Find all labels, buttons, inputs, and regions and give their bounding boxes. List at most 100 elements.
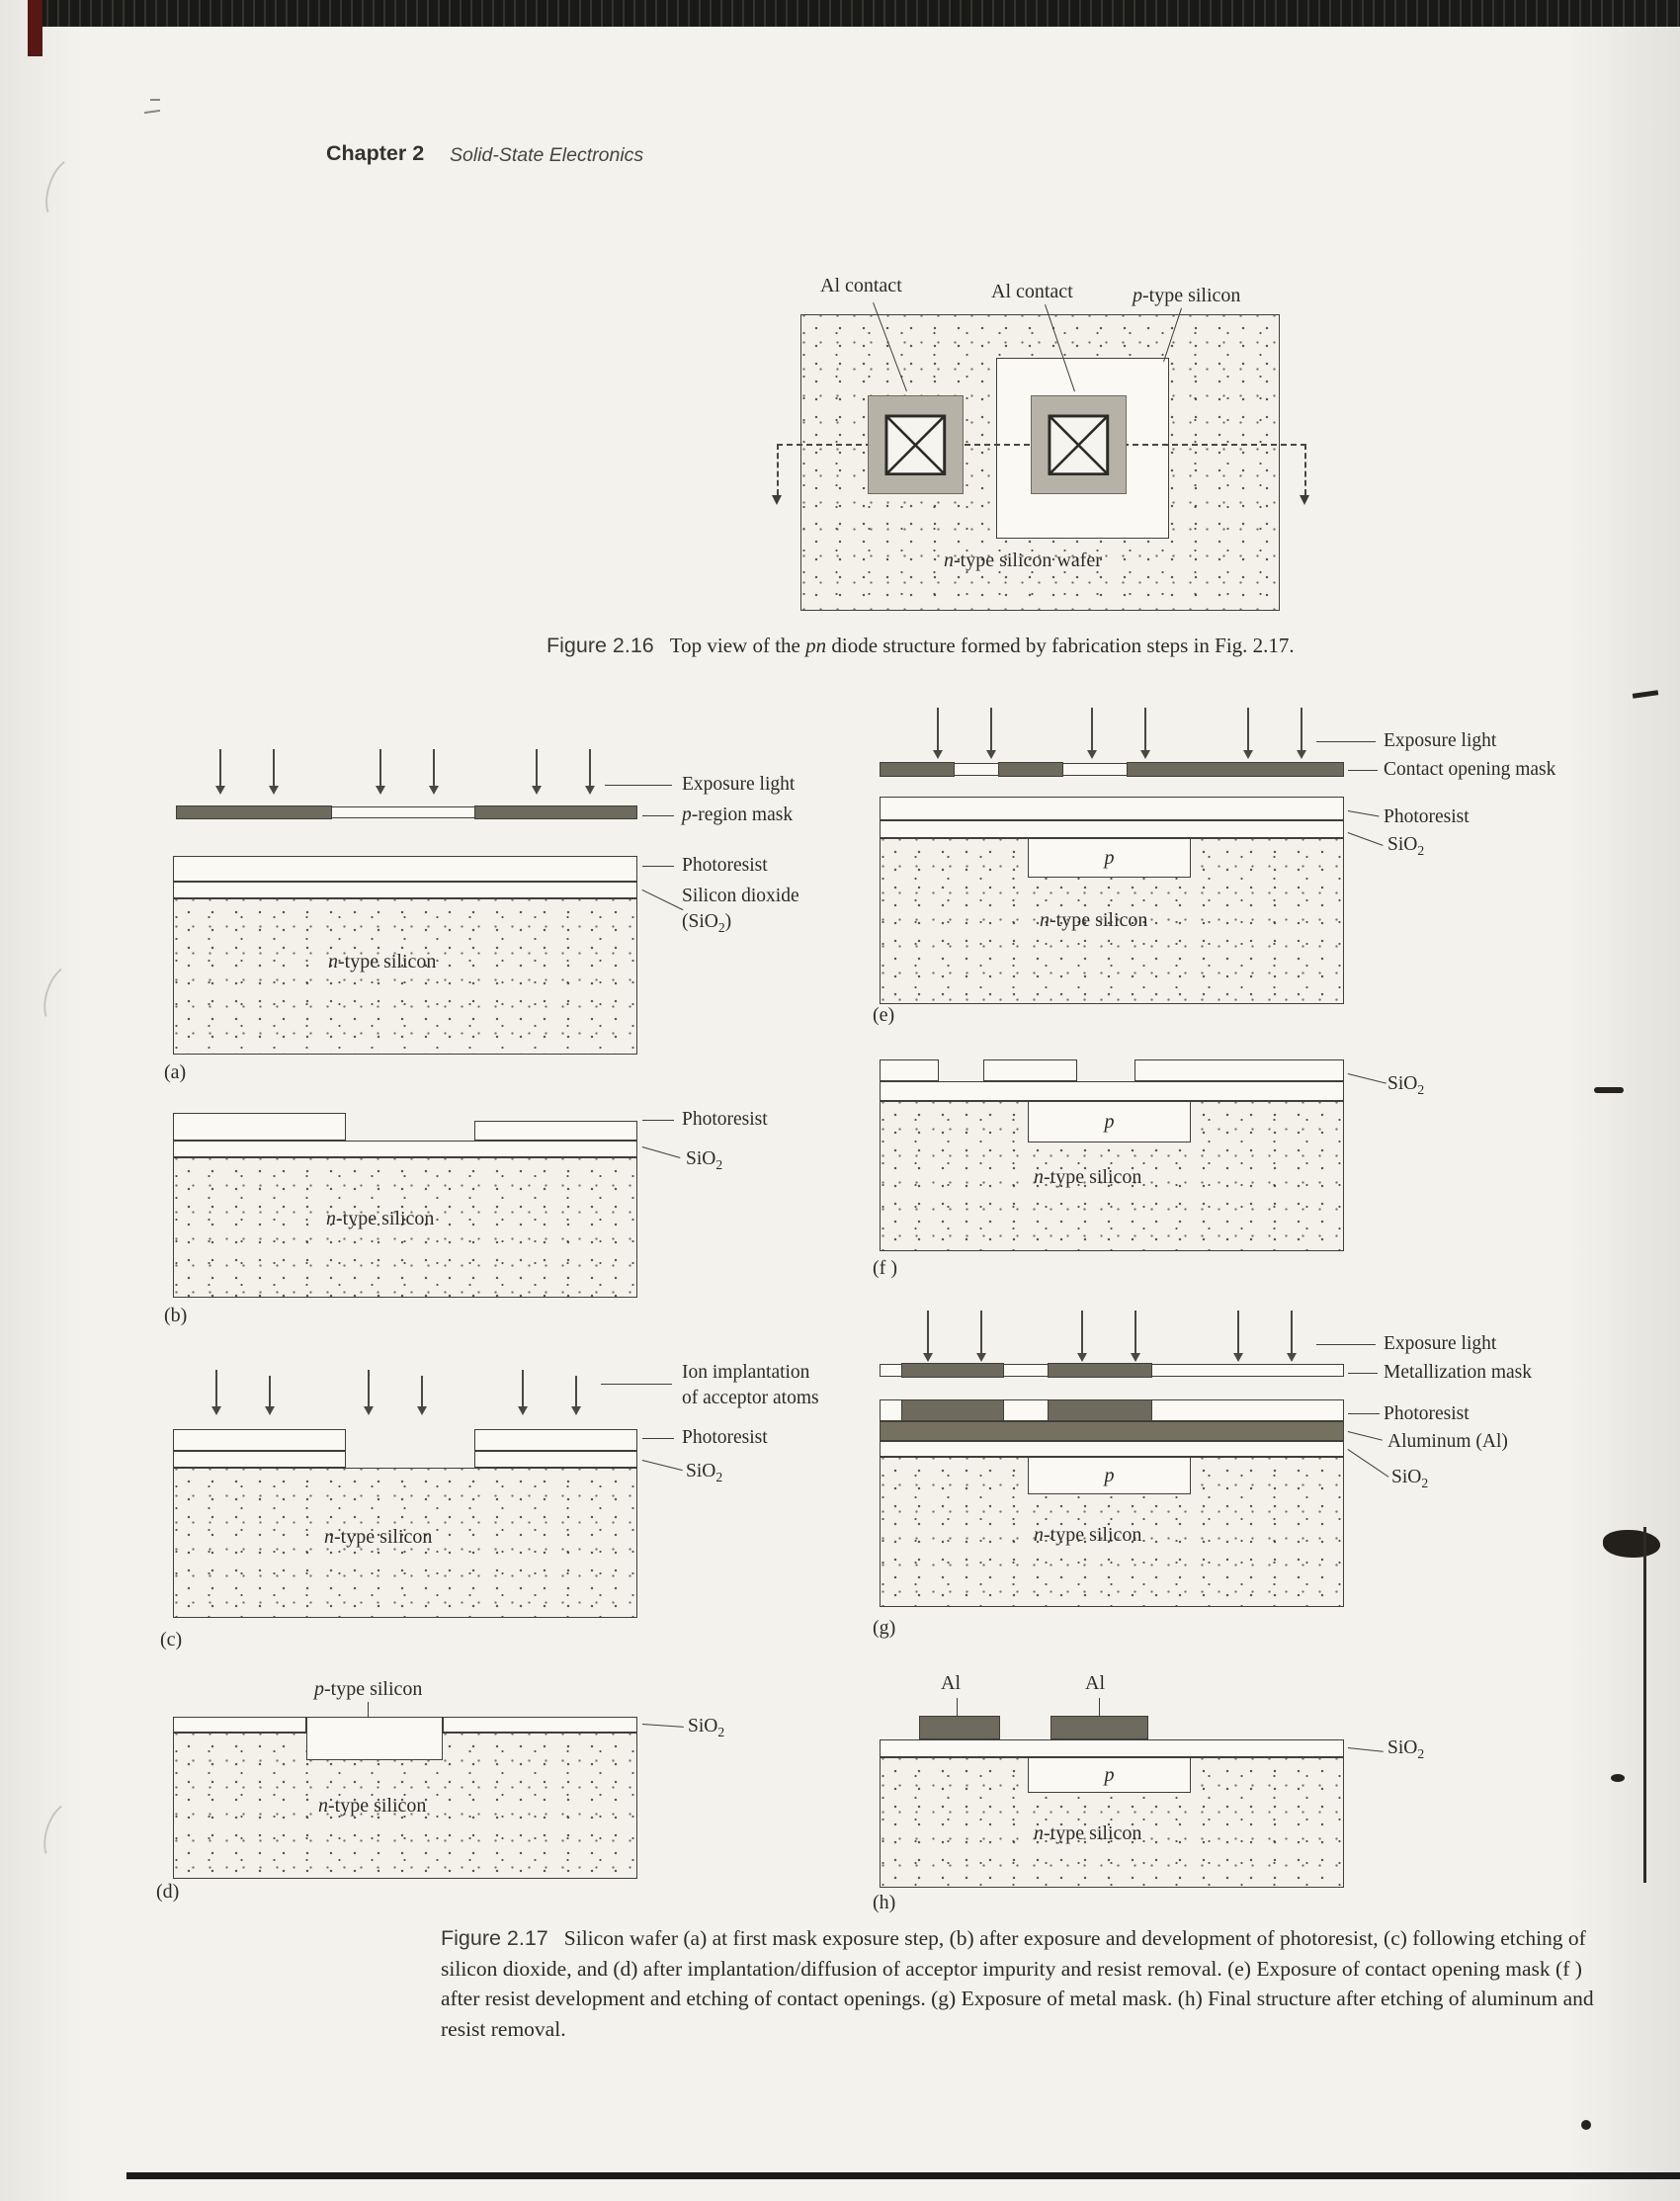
exposure-arrow-icon — [1131, 1311, 1140, 1362]
pointer-line — [957, 1698, 958, 1716]
photoresist-exposed-segment — [1048, 1399, 1152, 1421]
silicon-substrate — [173, 898, 637, 1055]
oxide-block — [173, 1451, 346, 1468]
label-sio2: SiO2 — [1391, 1467, 1429, 1490]
substrate-label: n-type silicon — [1034, 1166, 1142, 1188]
exposure-arrow-icon — [215, 749, 225, 795]
exposure-arrow-icon — [269, 749, 279, 795]
exposure-arrow-icon — [1140, 708, 1150, 759]
leader-line — [1316, 741, 1376, 742]
exposure-arrow-icon — [1087, 708, 1097, 759]
panel-tag-c: (c) — [160, 1629, 183, 1651]
panel-tag-h: (h) — [873, 1892, 896, 1913]
exposure-arrow-icon — [923, 1311, 933, 1362]
figure-2-17-caption-tag: Figure 2.17 — [441, 1926, 548, 1950]
label-p-type-silicon: p-type silicon — [314, 1678, 423, 1700]
leader-line — [605, 785, 672, 786]
label-sio2: SiO2 — [686, 1461, 723, 1484]
exposure-arrow-icon — [986, 708, 996, 759]
label-sio2: SiO2 — [1387, 1737, 1425, 1761]
p-region-box: p — [1028, 1101, 1191, 1143]
scan-smudge — [1581, 2120, 1591, 2130]
photoresist-block — [474, 1429, 637, 1451]
mask-segment — [1048, 1363, 1152, 1378]
exposure-arrow-icon — [1287, 1311, 1297, 1362]
scan-line — [1643, 1527, 1646, 1883]
figure-2-16-caption-tag: Figure 2.16 — [546, 634, 654, 657]
leader-line — [1347, 1747, 1384, 1752]
exposure-arrow-icon — [376, 749, 385, 795]
label-sio2: SiO2 — [688, 1716, 725, 1739]
leader-line — [601, 1384, 672, 1385]
oxide-block — [474, 1451, 637, 1468]
oxide-layer — [173, 882, 637, 898]
exposure-arrow-icon — [976, 1311, 986, 1362]
exposure-arrow-icon — [1243, 708, 1253, 759]
ion-arrow-icon — [211, 1370, 221, 1415]
cut-arrow-down-icon — [1300, 495, 1309, 505]
label-ion-implantation: Ion implantation — [682, 1362, 810, 1383]
oxide-layer — [880, 1081, 1344, 1101]
label-al-contact-right: Al contact — [991, 281, 1073, 302]
leader-line — [641, 1460, 683, 1472]
scan-smudge — [1611, 1774, 1625, 1782]
scan-smudge — [1603, 1530, 1660, 1558]
mask-segment — [998, 762, 1063, 777]
photoresist-block — [474, 1121, 637, 1141]
substrate-label: n-type silicon — [1034, 1524, 1142, 1546]
label-photoresist: Photoresist — [1384, 806, 1470, 827]
oxide-layer — [173, 1717, 306, 1733]
oxide-layer — [173, 1141, 637, 1157]
scan-arc-mark — [36, 959, 93, 1034]
scan-smudge — [1594, 1087, 1624, 1093]
exposure-arrow-icon — [1297, 708, 1306, 759]
label-exposure-light: Exposure light — [682, 774, 796, 795]
photoresist-exposed-segment — [901, 1399, 1004, 1421]
silicon-substrate — [173, 1468, 637, 1618]
ion-arrow-icon — [417, 1376, 427, 1415]
label-al-contact-left: Al contact — [820, 275, 902, 296]
label-sio2: SiO2 — [1387, 834, 1425, 858]
exposure-arrow-icon — [1233, 1311, 1243, 1362]
aluminum-layer — [880, 1421, 1344, 1441]
silicon-substrate — [880, 1101, 1344, 1251]
pencil-mark — [150, 99, 160, 101]
panel-tag-e: (e) — [873, 1004, 895, 1026]
label-photoresist: Photoresist — [682, 855, 768, 876]
label-metallization-mask: Metallization mask — [1384, 1362, 1533, 1383]
oxide-block — [983, 1059, 1077, 1081]
label-sio2: SiO2 — [686, 1148, 723, 1172]
label-photoresist: Photoresist — [682, 1427, 768, 1448]
scan-smudge — [1632, 690, 1659, 699]
aluminum-contact — [919, 1716, 1000, 1739]
ion-arrow-icon — [364, 1370, 374, 1415]
label-contact-opening-mask: Contact opening mask — [1384, 759, 1556, 780]
substrate-label: n-type silicon — [1040, 909, 1148, 931]
photoresist-layer — [880, 797, 1344, 820]
label-exposure-light: Exposure light — [1384, 1333, 1497, 1354]
oxide-layer — [880, 1441, 1344, 1457]
leader-line — [1348, 1373, 1378, 1374]
photoresist-layer — [173, 856, 637, 882]
panel-tag-g: (g) — [873, 1617, 896, 1639]
panel-tag-a: (a) — [164, 1061, 187, 1083]
leader-line — [641, 889, 684, 911]
leader-line — [1347, 1449, 1389, 1478]
mask-segment — [176, 805, 332, 819]
oxide-layer — [880, 820, 1344, 838]
ion-arrow-icon — [518, 1370, 528, 1415]
section-cut-drop-right — [1304, 444, 1306, 495]
silicon-substrate — [173, 1157, 637, 1298]
scan-arc-mark — [36, 1796, 93, 1871]
panel-tag-d: (d) — [156, 1881, 180, 1903]
oxide-block — [880, 1059, 939, 1081]
aluminum-contact — [1050, 1716, 1148, 1739]
label-exposure-light: Exposure light — [1384, 730, 1497, 751]
leader-line — [1347, 810, 1380, 817]
exposure-arrow-icon — [933, 708, 943, 759]
label-aluminum: Aluminum (Al) — [1387, 1431, 1508, 1452]
pointer-line — [1099, 1698, 1100, 1716]
label-silicon-dioxide: Silicon dioxide — [682, 886, 799, 906]
